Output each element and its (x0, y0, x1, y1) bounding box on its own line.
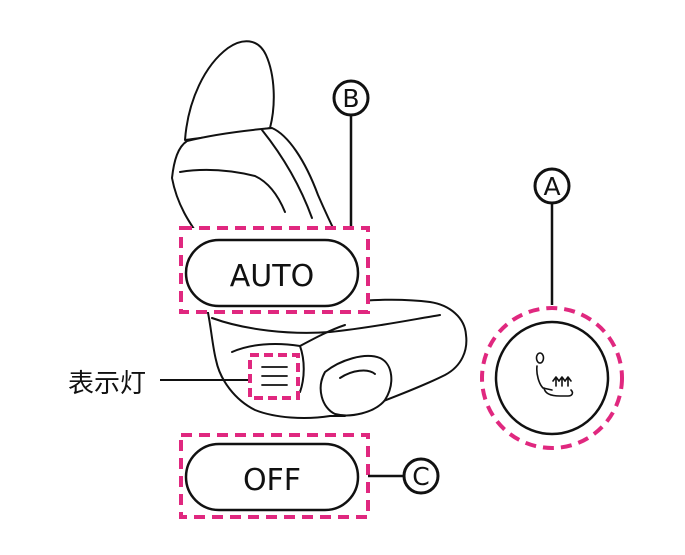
off-button-label: OFF (243, 463, 301, 498)
callout-c-marker (402, 457, 440, 495)
indicator-group: 表示灯 (68, 353, 300, 400)
callout-c-group: OFF C (179, 433, 440, 519)
seat-front-bolster (319, 354, 393, 417)
callout-b-group: B AUTO (179, 79, 370, 314)
indicator-highlight-box (248, 353, 300, 400)
off-button[interactable] (184, 442, 360, 512)
auto-button[interactable] (184, 238, 360, 308)
seat-front-bolster-inner (339, 369, 376, 379)
callout-a-group: A (480, 167, 624, 450)
indicator-lamp-icon (261, 366, 288, 386)
heater-switch-button[interactable] (494, 320, 610, 436)
seat-headrest (184, 40, 275, 141)
seat-backrest-side (261, 129, 313, 219)
seat-side-curve (299, 324, 346, 347)
heated-seat-icon (535, 352, 574, 397)
callout-c-letter: C (412, 462, 429, 491)
callout-b-letter: B (342, 84, 359, 113)
callout-a-letter: A (543, 172, 560, 201)
seat-backrest-contour (179, 168, 286, 213)
indicator-label: 表示灯 (68, 369, 146, 399)
auto-button-label: AUTO (230, 259, 314, 294)
